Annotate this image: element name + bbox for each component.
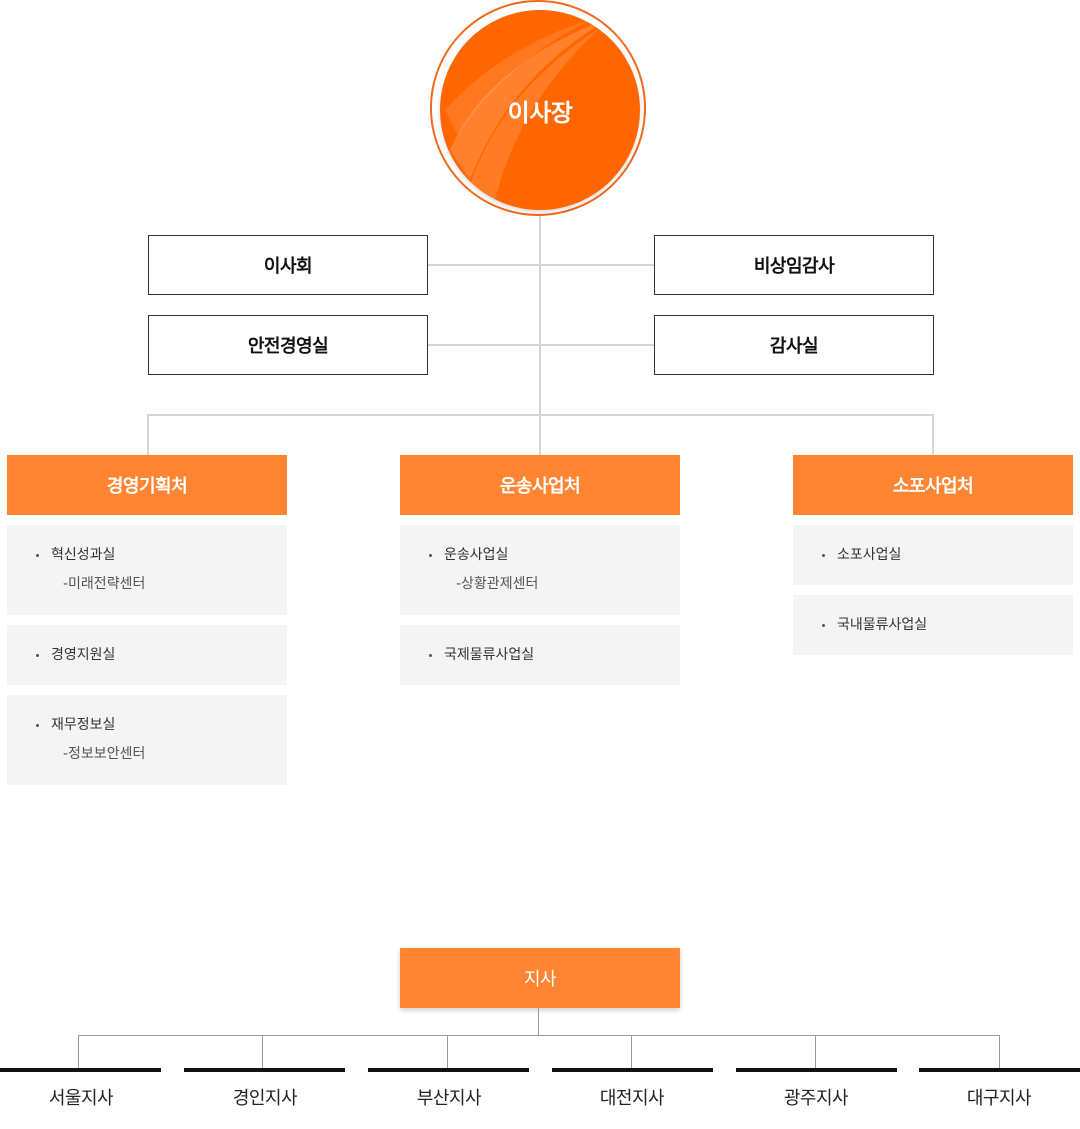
- branch-bar: [0, 1068, 161, 1072]
- connector-branch-drop: [262, 1035, 263, 1068]
- connector-branch-drop: [815, 1035, 816, 1068]
- branch-bar: [184, 1068, 345, 1072]
- branch-bar: [736, 1068, 897, 1072]
- unit-parcel-business[interactable]: 소포사업실: [793, 525, 1073, 585]
- unit-innovation[interactable]: 혁신성과실 -미래전략센터: [7, 525, 287, 615]
- branch-bar: [919, 1068, 1080, 1072]
- branch-gyeongin[interactable]: 경인지사: [232, 1088, 298, 1109]
- connector-branch-drop: [447, 1035, 448, 1068]
- unit-label: 경영지원실: [36, 645, 287, 665]
- connector-division-horizontal: [147, 414, 934, 416]
- branch-daegu[interactable]: 대구지사: [966, 1088, 1032, 1109]
- unit-sub-label: -정보보안센터: [63, 746, 146, 762]
- connector-division-left: [147, 414, 149, 455]
- division-management-planning[interactable]: 경영기획처: [7, 455, 287, 515]
- connector-branch-drop: [78, 1035, 79, 1068]
- unit-label: 국제물류사업실: [429, 645, 680, 665]
- unit-transport-business[interactable]: 운송사업실 -상황관제센터: [400, 525, 680, 615]
- unit-label: 재무정보실: [36, 715, 287, 735]
- connector-branch-drop: [999, 1035, 1000, 1068]
- connector-branch-horizontal: [78, 1035, 1000, 1036]
- connector-staff-row-1: [427, 264, 654, 266]
- branch-gwangju[interactable]: 광주지사: [783, 1088, 849, 1109]
- branch-bar: [552, 1068, 713, 1072]
- chairman-node[interactable]: 이사장: [440, 10, 640, 210]
- unit-label: 국내물류사업실: [822, 615, 1073, 635]
- unit-label: 혁신성과실: [36, 545, 287, 565]
- connector-staff-row-2: [427, 344, 654, 346]
- unit-domestic-logistics[interactable]: 국내물류사업실: [793, 595, 1073, 655]
- unit-management-support[interactable]: 경영지원실: [7, 625, 287, 685]
- connector-branch-drop: [631, 1035, 632, 1068]
- connector-division-right: [932, 414, 934, 455]
- auditor-box[interactable]: 비상임감사: [654, 235, 934, 295]
- division-transport[interactable]: 운송사업처: [400, 455, 680, 515]
- connector-main-vertical: [539, 210, 541, 455]
- branch-head[interactable]: 지사: [400, 948, 680, 1008]
- branch-daejeon[interactable]: 대전지사: [599, 1088, 665, 1109]
- branch-busan[interactable]: 부산지사: [416, 1088, 482, 1109]
- unit-sub-label: -상황관제센터: [456, 576, 539, 592]
- branch-bar: [368, 1068, 529, 1072]
- chairman-label: 이사장: [507, 98, 573, 127]
- unit-international-logistics[interactable]: 국제물류사업실: [400, 625, 680, 685]
- division-parcel[interactable]: 소포사업처: [793, 455, 1073, 515]
- audit-office-box[interactable]: 감사실: [654, 315, 934, 375]
- unit-label: 운송사업실: [429, 545, 680, 565]
- swoosh-icon: [445, 18, 610, 200]
- unit-label: 소포사업실: [822, 545, 1073, 565]
- unit-finance-info[interactable]: 재무정보실 -정보보안센터: [7, 695, 287, 785]
- unit-sub-label: -미래전략센터: [63, 576, 146, 592]
- connector-branch-vertical: [538, 1008, 539, 1035]
- board-box[interactable]: 이사회: [148, 235, 428, 295]
- branch-seoul[interactable]: 서울지사: [48, 1088, 114, 1109]
- safety-office-box[interactable]: 안전경영실: [148, 315, 428, 375]
